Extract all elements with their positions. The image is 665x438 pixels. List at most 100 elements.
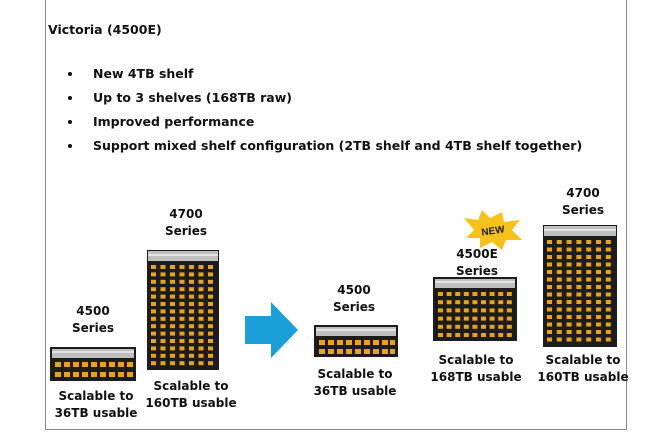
drive-bay bbox=[506, 300, 512, 305]
drive-bay bbox=[605, 277, 611, 282]
drive-bay bbox=[179, 272, 185, 277]
drive-bay bbox=[547, 337, 552, 342]
drive-bay bbox=[556, 240, 562, 244]
drive-bay bbox=[576, 240, 582, 244]
drive-bay bbox=[566, 292, 572, 297]
drive-bay bbox=[556, 307, 562, 312]
drive-bay bbox=[556, 330, 562, 334]
drive-bay bbox=[208, 316, 213, 321]
drive-bay bbox=[556, 255, 562, 259]
right-arrow-icon bbox=[245, 302, 298, 358]
drive-bay bbox=[547, 255, 552, 259]
drive-bay bbox=[576, 255, 582, 259]
drive-bay bbox=[170, 265, 175, 269]
drive-bay bbox=[605, 300, 611, 304]
drive-bay bbox=[498, 316, 504, 321]
drive-bay bbox=[576, 270, 582, 274]
drive-bay bbox=[586, 300, 592, 304]
drive-bay bbox=[566, 270, 572, 274]
drive-bay bbox=[481, 316, 486, 321]
drive-bay bbox=[566, 307, 572, 312]
drive-bay bbox=[566, 255, 572, 259]
drive-bay bbox=[151, 324, 156, 329]
drive-bay bbox=[596, 307, 601, 312]
right-4700-server-image bbox=[543, 225, 617, 347]
left-4500-label: 4500 Series bbox=[71, 304, 115, 335]
drive-bay bbox=[170, 361, 175, 366]
drive-bay bbox=[179, 361, 185, 366]
drive-bay bbox=[438, 316, 443, 321]
drive-bay bbox=[547, 285, 552, 289]
drive-bay bbox=[189, 309, 194, 314]
drive-bay bbox=[160, 331, 166, 336]
drive-bay bbox=[463, 324, 469, 329]
drive-bay bbox=[151, 287, 156, 292]
drive-bay bbox=[208, 353, 213, 358]
drive-bay bbox=[208, 346, 213, 351]
right-4500e-server-image bbox=[433, 277, 517, 341]
drive-bay bbox=[489, 292, 495, 296]
drive-bay bbox=[151, 346, 156, 351]
drive-bay bbox=[472, 300, 478, 305]
drive-bay bbox=[498, 324, 504, 329]
drive-bay bbox=[556, 322, 562, 327]
drive-bay bbox=[566, 247, 572, 252]
drive-bay bbox=[586, 307, 592, 312]
drive-bay bbox=[547, 262, 552, 267]
right-4700-caption: Scalable to 160TB usable bbox=[537, 353, 629, 384]
drive-bay bbox=[179, 294, 185, 299]
drive-bay bbox=[160, 316, 166, 321]
drive-bay bbox=[489, 324, 495, 329]
drive-bay bbox=[556, 300, 562, 304]
drive-bay bbox=[489, 333, 495, 337]
drive-bay bbox=[160, 287, 166, 292]
drive-bay bbox=[208, 331, 213, 336]
drive-bay bbox=[198, 302, 204, 306]
drive-bay bbox=[189, 361, 194, 366]
drive-bay bbox=[198, 287, 204, 292]
drive-bay bbox=[576, 247, 582, 252]
drive-bay bbox=[489, 300, 495, 305]
drive-bay bbox=[463, 300, 469, 305]
drive-bay bbox=[438, 292, 443, 296]
drive-bay bbox=[208, 339, 213, 343]
drive-bay bbox=[151, 309, 156, 314]
drive-bay bbox=[566, 285, 572, 289]
drive-bay bbox=[481, 333, 486, 337]
drive-bay bbox=[438, 308, 443, 313]
drive-bay bbox=[160, 302, 166, 306]
drive-bay bbox=[596, 255, 601, 259]
drive-bay bbox=[160, 279, 166, 284]
right-4500e-caption: Scalable to 168TB usable bbox=[430, 353, 522, 384]
drive-bay bbox=[472, 324, 478, 329]
drive-bay bbox=[208, 309, 213, 314]
drive-bay bbox=[556, 262, 562, 267]
drive-bay bbox=[208, 272, 213, 277]
bullet-icon bbox=[68, 96, 72, 100]
drive-bay bbox=[576, 315, 582, 319]
drive-bay bbox=[586, 247, 592, 252]
drive-bay bbox=[586, 270, 592, 274]
drive-bay bbox=[160, 309, 166, 314]
bay-row bbox=[55, 362, 133, 377]
drive-bay bbox=[198, 294, 204, 299]
drive-bay bbox=[151, 302, 156, 306]
drive-bay bbox=[198, 279, 204, 284]
drive-bay bbox=[605, 330, 611, 334]
drive-bay bbox=[472, 316, 478, 321]
drive-bay bbox=[170, 279, 175, 284]
drive-bay bbox=[189, 339, 194, 343]
drive-bay bbox=[198, 265, 204, 269]
drive-bay bbox=[179, 316, 185, 321]
drive-bay bbox=[463, 316, 469, 321]
drive-bay bbox=[586, 285, 592, 289]
drive-bay bbox=[189, 287, 194, 292]
drive-bay bbox=[576, 292, 582, 297]
drive-bay bbox=[208, 287, 213, 292]
drive-bay bbox=[438, 333, 443, 337]
drive-bay bbox=[463, 308, 469, 313]
drive-bay bbox=[547, 277, 552, 282]
drive-bay bbox=[463, 333, 469, 337]
drive-bay bbox=[506, 308, 512, 313]
drive-bay bbox=[576, 262, 582, 267]
